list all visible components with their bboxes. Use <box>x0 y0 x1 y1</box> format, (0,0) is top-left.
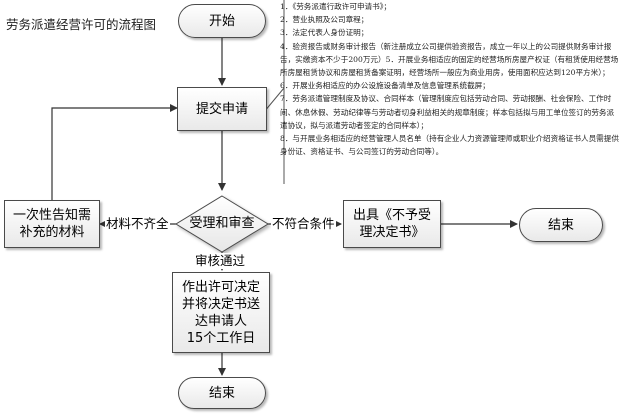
decision-line-2: 并将决定书送 <box>181 296 260 312</box>
decision-node: 作出许可决定 并将决定书送 达申请人 15个工作日 <box>172 272 270 353</box>
edge-label-nonconform: 不符合条件 <box>271 216 336 232</box>
materials-item: 7．劳务派遣管理制度及协议、合同样本（管理制度应包括劳动合同、劳动报酬、社会保险… <box>280 94 615 130</box>
reject-line-2: 理决定书》 <box>359 225 425 240</box>
decision-line-3: 达申请人 <box>194 313 247 329</box>
start-node: 开始 <box>178 4 266 38</box>
materials-list: 1．《劳务派遣行政许可申请书》； 2．营业执照及公司章程； 3．法定代表人身份证… <box>280 0 620 184</box>
end-right-label: 结束 <box>547 217 574 233</box>
start-node-label: 开始 <box>208 13 235 29</box>
end-bottom-node: 结束 <box>178 377 266 409</box>
end-right-node: 结束 <box>519 208 603 242</box>
submit-node: 提交申请 <box>177 87 267 131</box>
review-diamond <box>175 195 269 253</box>
materials-item: 2．营业执照及公司章程； <box>280 15 369 25</box>
materials-item: 8．与开展业务相适应的经营管理人员名单（持有企业人力资源管理师或职业介绍资格证书… <box>280 134 619 157</box>
supplement-node: 一次性告知需 补充的材料 <box>4 200 100 248</box>
submit-node-label: 提交申请 <box>195 101 248 117</box>
edge-label-incomplete: 材料不齐全 <box>105 216 170 232</box>
notes-connector <box>263 87 285 113</box>
arrow-supplement-to-submit <box>51 104 178 200</box>
decision-line-4: 15个工作日 <box>186 330 256 346</box>
reject-node: 出具《不予受 理决定书》 <box>343 200 441 248</box>
supplement-line-2: 补充的材料 <box>19 225 85 240</box>
reject-line-1: 出具《不予受 <box>352 208 431 223</box>
materials-item: 4．验资报告或财务审计报告（新注册成立公司提供验资报告，成立一年以上的公司提供财… <box>280 41 619 78</box>
review-node-label: 受理和审查 <box>189 216 255 231</box>
decision-line-1: 作出许可决定 <box>181 279 260 295</box>
edge-label-approved: 审核通过 <box>194 253 247 269</box>
diagram-title: 劳务派遣经营许可的流程图 <box>6 17 157 32</box>
materials-item: 1．《劳务派遣行政许可申请书》； <box>280 2 392 11</box>
supplement-line-1: 一次性告知需 <box>12 208 91 223</box>
end-bottom-label: 结束 <box>208 385 235 401</box>
materials-item: 6．开展业务相适应的办公设施设备清单及信息管理系统截屏； <box>280 81 490 91</box>
materials-item: 3．法定代表人身份证明； <box>280 28 369 38</box>
